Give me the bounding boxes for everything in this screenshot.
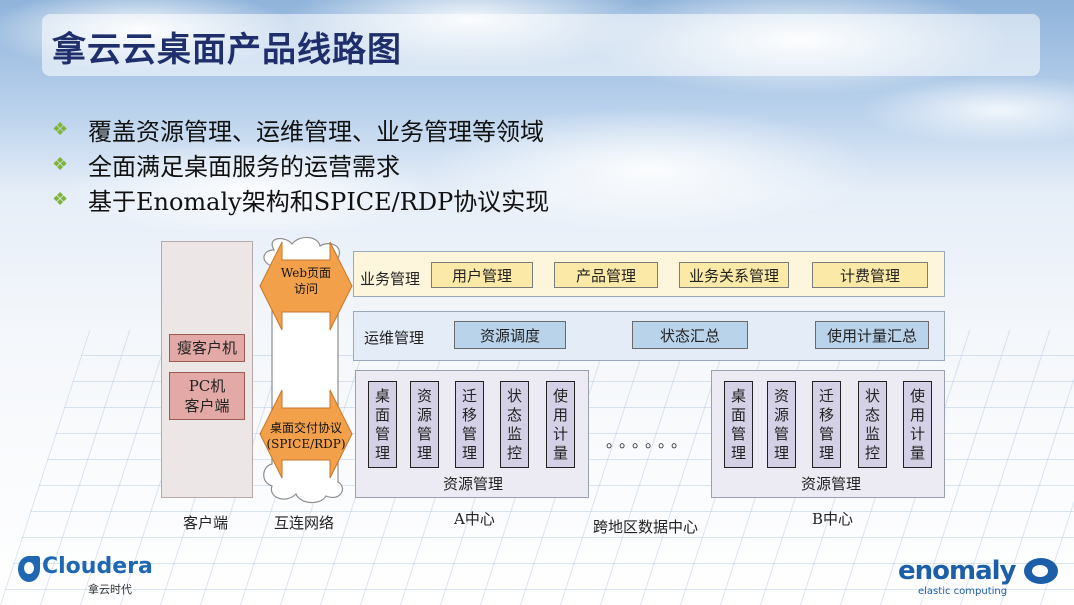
operations-management-label: 运维管理: [364, 329, 425, 347]
title-bar: [42, 14, 1040, 76]
bullet-item: ❖ 全面满足桌面服务的运营需求: [52, 147, 549, 182]
business-relation-management-box: 业务关系管理: [679, 262, 789, 288]
center-a-resource-management: 资源管理: [410, 381, 439, 468]
cloudera-logo-subtitle: 拿云时代: [88, 583, 132, 596]
center-b-migration-management: 迁移管理: [812, 381, 841, 468]
business-management-label: 业务管理: [360, 270, 421, 288]
client-panel: [161, 241, 253, 498]
usage-metering-summary-box: 使用计量汇总: [815, 321, 929, 349]
cross-region-label: 跨地区数据中心: [593, 518, 699, 536]
resource-item-text: 状态监控: [506, 386, 522, 462]
cloudera-logo-word: Cloudera: [42, 554, 153, 579]
resource-item-text: 使用计量: [909, 386, 925, 462]
cloudera-logo: Cloudera 拿云时代: [18, 554, 153, 596]
bullet-list: ❖ 覆盖资源管理、运维管理、业务管理等领域 ❖ 全面满足桌面服务的运营需求 ❖ …: [52, 112, 549, 217]
diamond-bullet-icon: ❖: [52, 189, 69, 210]
bullet-item: ❖ 覆盖资源管理、运维管理、业务管理等领域: [52, 112, 549, 147]
center-b-label: B中心: [812, 510, 854, 528]
center-a-status-monitoring: 状态监控: [500, 381, 529, 468]
billing-management-box: 计费管理: [812, 262, 928, 288]
bullet-text: 全面满足桌面服务的运营需求: [88, 153, 400, 181]
web-access-double-arrow: [259, 241, 353, 331]
user-management-box: 用户管理: [431, 262, 533, 288]
center-a-resource-label: 资源管理: [443, 475, 504, 493]
center-a-usage-metering: 使用计量: [546, 381, 575, 468]
status-summary-box: 状态汇总: [632, 321, 748, 349]
center-a-desktop-management: 桌面管理: [368, 381, 397, 468]
resource-item-text: 资源管理: [416, 386, 432, 462]
client-side-label: 客户端: [183, 514, 229, 532]
product-management-box: 产品管理: [554, 262, 658, 288]
center-a-migration-management: 迁移管理: [455, 381, 484, 468]
center-b-resource-management: 资源管理: [767, 381, 796, 468]
resource-item-text: 迁移管理: [818, 386, 834, 462]
enomaly-logo-subtitle: elastic computing: [918, 586, 1008, 597]
protocol-double-arrow: [259, 389, 353, 479]
bullet-item: ❖ 基于Enomaly架构和SPICE/RDP协议实现: [52, 182, 549, 217]
enomaly-logo: enomaly elastic computing: [898, 556, 1068, 600]
bullet-text: 基于Enomaly架构和SPICE/RDP协议实现: [88, 188, 550, 216]
center-b-resource-label: 资源管理: [801, 475, 862, 493]
pc-client-box: PC机 客户端: [169, 372, 245, 420]
slide-title: 拿云云桌面产品线路图: [52, 30, 402, 70]
resource-item-text: 使用计量: [552, 386, 568, 462]
network-label: 互连网络: [274, 514, 335, 532]
center-b-usage-metering: 使用计量: [903, 381, 932, 468]
resource-item-text: 状态监控: [864, 386, 880, 462]
enomaly-logo-word: enomaly: [898, 556, 1017, 586]
center-a-label: A中心: [454, 510, 495, 528]
center-b-desktop-management: 桌面管理: [724, 381, 753, 468]
diamond-bullet-icon: ❖: [52, 119, 69, 140]
resource-item-text: 迁移管理: [461, 386, 477, 462]
resource-item-text: 桌面管理: [374, 386, 390, 462]
network-diagram: [259, 236, 353, 504]
protocol-label: 桌面交付协议 (SPICE/RDP): [266, 421, 346, 451]
resource-item-text: 桌面管理: [730, 386, 746, 462]
enomaly-logo-icon: [1024, 558, 1058, 584]
diamond-bullet-icon: ❖: [52, 154, 69, 175]
cloudera-logo-icon: [18, 556, 40, 582]
resource-scheduling-box: 资源调度: [454, 321, 566, 349]
resource-item-text: 资源管理: [773, 386, 789, 462]
web-access-label: Web页面 访问: [280, 266, 332, 296]
bullet-text: 覆盖资源管理、运维管理、业务管理等领域: [88, 118, 544, 146]
center-b-status-monitoring: 状态监控: [858, 381, 887, 468]
thin-client-box: 瘦客户机: [169, 334, 245, 362]
cross-region-dots: 。。。。。。: [606, 432, 693, 451]
